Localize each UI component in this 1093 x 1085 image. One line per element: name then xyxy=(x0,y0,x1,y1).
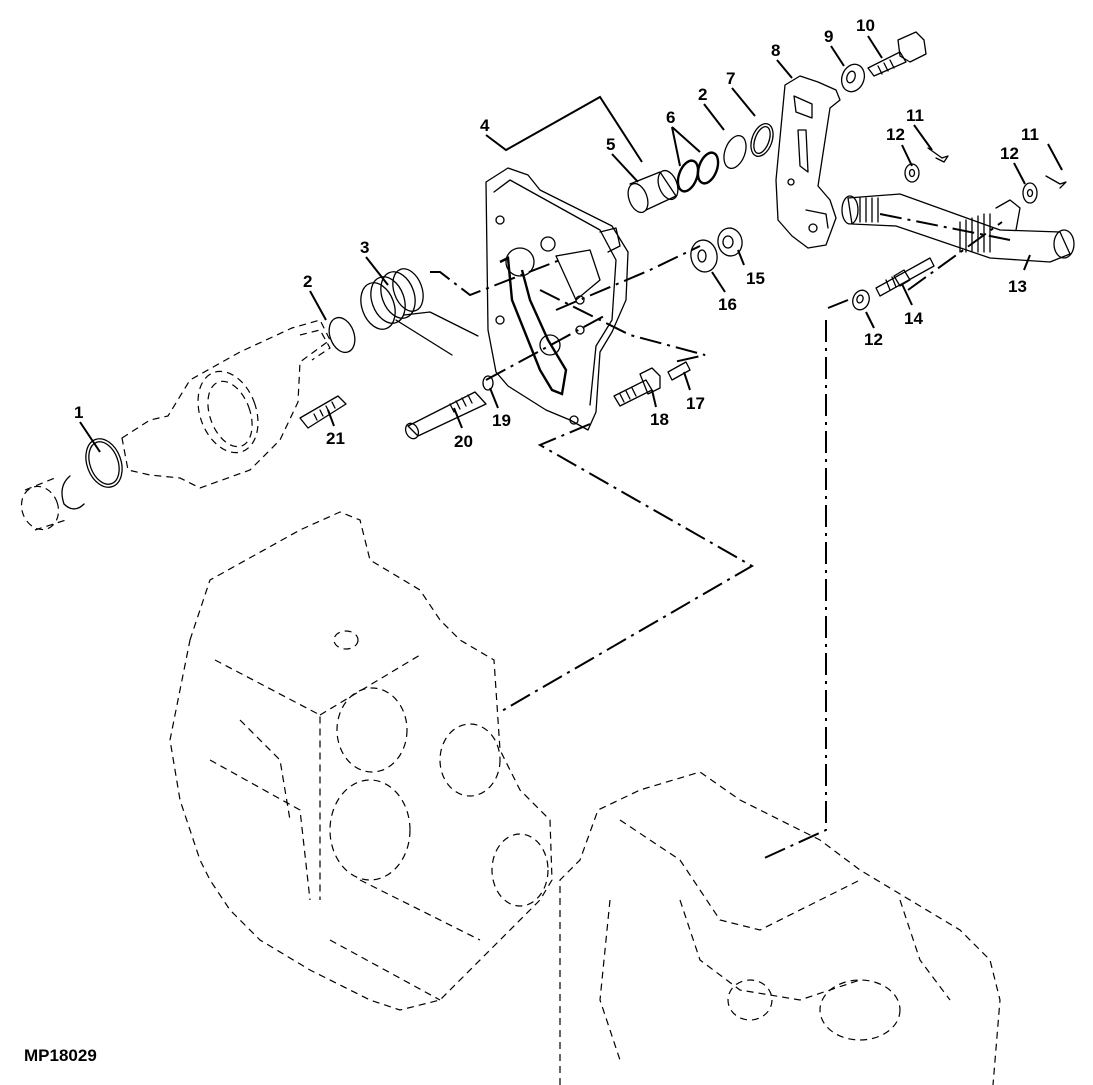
callout-2: 2 xyxy=(303,272,312,291)
transmission-case-rear xyxy=(559,771,1001,1085)
part-9-washer xyxy=(840,63,866,93)
leader-lines xyxy=(79,35,1063,453)
callout-8: 8 xyxy=(771,41,780,60)
callout-12: 12 xyxy=(864,330,883,349)
part-13-shift-shaft xyxy=(841,193,1075,263)
part-20-spool xyxy=(404,391,487,440)
callout-18: 18 xyxy=(650,410,669,429)
part-5-bushing xyxy=(627,169,679,214)
part-17-dowel xyxy=(667,361,691,381)
callout-1: 1 xyxy=(74,403,83,422)
part-3-spring xyxy=(360,268,479,356)
callout-10: 10 xyxy=(856,16,875,35)
callout-5: 5 xyxy=(606,135,615,154)
callout-20: 20 xyxy=(454,432,473,451)
part-19-o-ring xyxy=(482,375,494,391)
part-1-seal-ring xyxy=(20,438,123,531)
part-6-o-rings xyxy=(676,151,720,193)
part-2-o-ring xyxy=(328,316,356,354)
part-10-bolt xyxy=(867,31,927,77)
callout-2: 2 xyxy=(698,85,707,104)
part-16-washer xyxy=(690,239,718,273)
callout-21: 21 xyxy=(326,429,345,448)
callout-17: 17 xyxy=(686,394,705,413)
part-2-o-ring xyxy=(723,135,747,169)
part-21-plug xyxy=(299,395,347,429)
callout-12: 12 xyxy=(886,125,905,144)
callout-13: 13 xyxy=(1008,277,1027,296)
callout-19: 19 xyxy=(492,411,511,430)
transmission-case-front xyxy=(169,511,553,1011)
figure-id-label: MP18029 xyxy=(24,1046,97,1065)
assembly-chain-lines xyxy=(430,213,1011,861)
part-8-lever xyxy=(775,75,841,249)
callout-3: 3 xyxy=(360,238,369,257)
part-14-pin xyxy=(875,257,935,297)
callout-12: 12 xyxy=(1000,144,1019,163)
callout-14: 14 xyxy=(904,309,923,328)
part-15-nut xyxy=(717,227,743,257)
callout-7: 7 xyxy=(726,69,735,88)
callout-4: 4 xyxy=(480,116,490,135)
callout-6: 6 xyxy=(666,108,675,127)
part-11-cotter-pin xyxy=(927,147,1067,189)
part-18-bolt xyxy=(613,367,661,407)
callout-16: 16 xyxy=(718,295,737,314)
shift-arm-housing xyxy=(121,319,331,489)
part-7-snap-ring xyxy=(750,123,774,157)
part-12-washers xyxy=(852,163,1038,311)
part-4-valve-housing xyxy=(485,167,629,431)
callout-11: 11 xyxy=(906,106,924,125)
callout-15: 15 xyxy=(746,269,765,288)
callout-11: 11 xyxy=(1021,125,1039,144)
callout-9: 9 xyxy=(824,27,833,46)
